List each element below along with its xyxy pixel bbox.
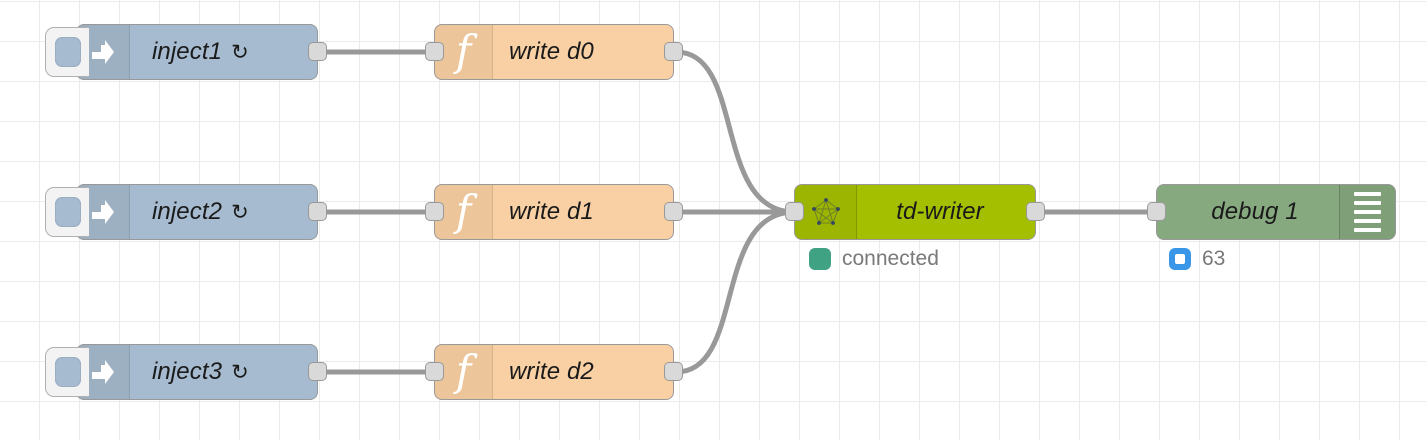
inject1-output-port[interactable] bbox=[308, 42, 327, 61]
function-f-glyph: f bbox=[455, 186, 472, 235]
node-inject3[interactable]: inject3 ↻ bbox=[45, 344, 327, 400]
write-d2-output-port[interactable] bbox=[664, 362, 683, 381]
wire-writed0-to-tdwriter bbox=[673, 49, 798, 215]
inject-trigger-button-icon bbox=[54, 37, 81, 67]
debug-status-text: 63 bbox=[1202, 247, 1226, 270]
td-writer-status: connected bbox=[809, 247, 939, 271]
node-inject2[interactable]: inject2 ↻ bbox=[45, 184, 327, 240]
write-d1-input-port[interactable] bbox=[425, 202, 444, 221]
node-td-writer-label: td-writer bbox=[896, 198, 984, 225]
inject1-text: inject1 bbox=[152, 38, 223, 65]
node-td-writer[interactable]: td-writer bbox=[785, 184, 1045, 240]
write-d2-input-port[interactable] bbox=[425, 362, 444, 381]
node-write-d0-label: write d0 bbox=[509, 38, 594, 65]
node-write-d0[interactable]: f write d0 bbox=[425, 24, 683, 80]
inject1-trigger-button[interactable] bbox=[45, 27, 89, 77]
repeat-icon: ↻ bbox=[231, 40, 249, 64]
td-writer-input-port[interactable] bbox=[785, 202, 804, 221]
function-f-icon: f bbox=[435, 185, 493, 239]
inject3-output-port[interactable] bbox=[308, 362, 327, 381]
wire-writed2-to-tdwriter bbox=[673, 209, 798, 375]
write-d0-output-port[interactable] bbox=[664, 42, 683, 61]
node-inject1-label: inject1 ↻ bbox=[130, 25, 317, 79]
node-write-d1[interactable]: f write d1 bbox=[425, 184, 683, 240]
node-write-d1-label: write d1 bbox=[509, 198, 594, 225]
function-f-glyph: f bbox=[455, 346, 472, 395]
write-d0-input-port[interactable] bbox=[425, 42, 444, 61]
inject2-text: inject2 bbox=[152, 198, 223, 225]
repeat-icon: ↻ bbox=[231, 360, 249, 384]
td-writer-status-text: connected bbox=[842, 247, 939, 270]
node-debug-1[interactable]: debug 1 bbox=[1147, 184, 1396, 240]
debug-line-2 bbox=[1354, 201, 1381, 205]
tdengine-pentagon-icon bbox=[795, 185, 857, 239]
inject-trigger-button-icon bbox=[54, 357, 81, 387]
debug-line-5 bbox=[1354, 228, 1381, 232]
inject2-trigger-button[interactable] bbox=[45, 187, 89, 237]
node-write-d2-label: write d2 bbox=[509, 358, 594, 385]
node-debug-1-label: debug 1 bbox=[1211, 198, 1299, 225]
debug-line-4 bbox=[1354, 219, 1381, 223]
inject-trigger-button-icon bbox=[54, 197, 81, 227]
blue-square-icon bbox=[1169, 248, 1191, 270]
inject3-text: inject3 bbox=[152, 358, 223, 385]
inject3-trigger-button[interactable] bbox=[45, 347, 89, 397]
node-inject1[interactable]: inject1 ↻ bbox=[45, 24, 327, 80]
repeat-icon: ↻ bbox=[231, 200, 249, 224]
td-writer-output-port[interactable] bbox=[1026, 202, 1045, 221]
debug-line-1 bbox=[1354, 192, 1381, 196]
inject2-output-port[interactable] bbox=[308, 202, 327, 221]
debug-line-3 bbox=[1354, 210, 1381, 214]
green-square-icon bbox=[809, 248, 831, 270]
node-inject3-label: inject3 ↻ bbox=[130, 345, 317, 399]
node-write-d2[interactable]: f write d2 bbox=[425, 344, 683, 400]
debug-lines-icon[interactable] bbox=[1339, 185, 1395, 239]
node-inject2-label: inject2 ↻ bbox=[130, 185, 317, 239]
function-f-icon: f bbox=[435, 25, 493, 79]
debug-status: 63 bbox=[1169, 247, 1225, 271]
write-d1-output-port[interactable] bbox=[664, 202, 683, 221]
function-f-icon: f bbox=[435, 345, 493, 399]
function-f-glyph: f bbox=[455, 26, 472, 75]
debug-1-input-port[interactable] bbox=[1147, 202, 1166, 221]
